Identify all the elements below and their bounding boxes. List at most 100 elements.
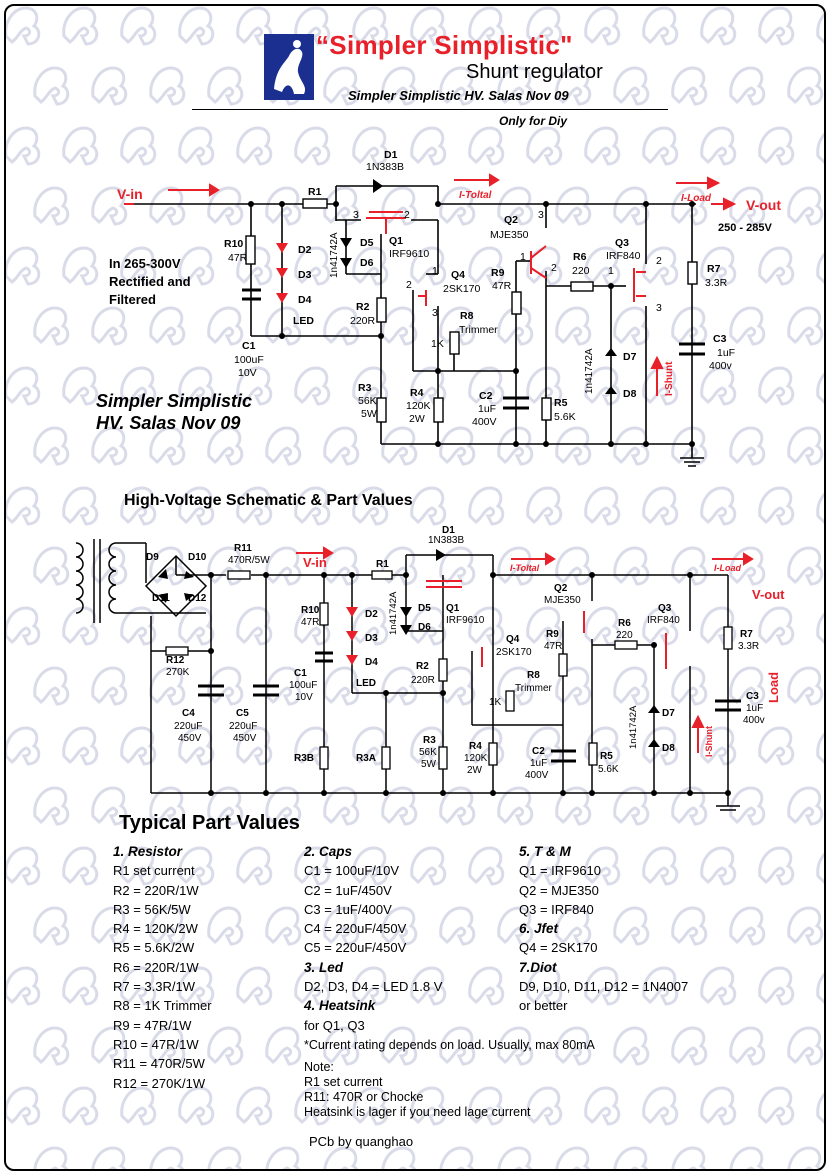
svg-text:1uF: 1uF <box>717 347 735 359</box>
watermark-glyph <box>787 786 824 826</box>
watermark-glyph <box>6 726 41 766</box>
watermark-glyph <box>149 666 186 706</box>
svg-text:I-Shunt: I-Shunt <box>664 361 675 396</box>
watermark-glyph <box>236 366 273 406</box>
part-value-line: R3 = 56K/5W <box>113 901 191 917</box>
watermark-glyph <box>439 786 476 826</box>
svg-text:220: 220 <box>572 265 590 277</box>
svg-text:5.6K: 5.6K <box>598 764 619 775</box>
svg-text:I-Load: I-Load <box>714 563 741 573</box>
watermark-glyph <box>439 306 476 346</box>
svg-text:400V: 400V <box>472 416 497 428</box>
watermark-glyph <box>700 726 737 766</box>
watermark-glyph <box>758 606 795 646</box>
svg-text:D2: D2 <box>298 244 312 256</box>
watermark-glyph <box>91 546 128 586</box>
watermark-glyph <box>33 1026 70 1066</box>
watermark-glyph <box>584 606 621 646</box>
svg-text:R7: R7 <box>707 263 721 275</box>
svg-text:47R: 47R <box>544 641 562 652</box>
svg-text:D1: D1 <box>442 525 455 536</box>
watermark-glyph <box>642 126 679 166</box>
svg-text:C1: C1 <box>294 668 307 679</box>
svg-text:1n41742A: 1n41742A <box>329 232 340 278</box>
svg-text:R10: R10 <box>224 238 243 250</box>
watermark-glyph <box>526 846 563 886</box>
watermark-glyph <box>265 666 302 706</box>
svg-text:Q4: Q4 <box>451 269 465 281</box>
watermark-glyph <box>700 246 737 286</box>
part-value-line: R12 = 270K/1W <box>113 1075 206 1091</box>
svg-text:R2: R2 <box>416 661 429 672</box>
watermark-glyph <box>526 126 563 166</box>
watermark-glyph <box>787 1026 824 1066</box>
watermark-glyph <box>323 306 360 346</box>
watermark-glyph <box>149 546 186 586</box>
watermark-glyph <box>236 966 273 1006</box>
watermark-glyph <box>439 186 476 226</box>
part-value-line: Q2 = MJE350 <box>519 882 599 898</box>
watermark-glyph <box>120 366 157 406</box>
svg-text:R10: R10 <box>301 605 320 616</box>
part-value-line: R4 = 120K/2W <box>113 921 198 937</box>
part-value-line: Q4 = 2SK170 <box>519 940 598 956</box>
watermark-glyph <box>439 66 476 106</box>
svg-text:LED: LED <box>356 678 376 689</box>
svg-text:220R: 220R <box>350 315 376 327</box>
part-value-line: or better <box>519 998 568 1014</box>
watermark-glyph <box>207 666 244 706</box>
watermark-glyph <box>294 6 331 46</box>
parts-category-heading: 1. Resistor <box>113 844 183 859</box>
watermark-glyph <box>700 846 737 886</box>
watermark-glyph <box>265 186 302 226</box>
watermark-glyph <box>729 426 766 466</box>
svg-text:MJE350: MJE350 <box>544 595 581 606</box>
parts-category-heading: 5. T & M <box>519 844 571 859</box>
watermark-glyph <box>758 1086 795 1126</box>
vout-range: 250 - 285V <box>718 222 772 234</box>
watermark-glyph <box>207 906 244 946</box>
svg-text:220: 220 <box>616 630 633 641</box>
watermark-glyph <box>91 1026 128 1066</box>
part-value-line: R8 = 1K Trimmer <box>113 998 212 1014</box>
watermark-glyph <box>323 546 360 586</box>
svg-text:MJE350: MJE350 <box>490 229 529 241</box>
watermark-glyph <box>265 1026 302 1066</box>
svg-text:2SK170: 2SK170 <box>496 647 532 658</box>
watermark-glyph <box>526 486 563 526</box>
watermark-glyph <box>555 546 592 586</box>
watermark-glyph <box>6 1086 41 1126</box>
watermark-glyph <box>642 966 679 1006</box>
watermark-glyph <box>207 66 244 106</box>
watermark-glyph <box>671 66 708 106</box>
svg-text:D1: D1 <box>384 149 398 161</box>
section-heading-hv: High-Voltage Schematic & Part Values <box>124 492 413 509</box>
watermark-glyph <box>787 66 824 106</box>
watermark-glyph <box>265 426 302 466</box>
watermark-glyph <box>323 426 360 466</box>
svg-text:D4: D4 <box>298 294 312 306</box>
watermark-glyph <box>294 126 331 166</box>
watermark-glyph <box>120 1086 157 1126</box>
watermark-glyph <box>700 486 737 526</box>
watermark-glyph <box>62 246 99 286</box>
watermark-glyph <box>207 426 244 466</box>
watermark-glyph <box>497 1026 534 1066</box>
svg-text:R5: R5 <box>600 751 613 762</box>
watermark-glyph <box>758 846 795 886</box>
svg-text:1uF: 1uF <box>746 703 763 714</box>
parts-category-heading: 3. Led <box>304 959 344 975</box>
part-value-line: C4 = 220uF/450V <box>304 921 407 937</box>
watermark-glyph <box>381 906 418 946</box>
current-footnote: *Current rating depends on load. Usually… <box>304 1038 595 1052</box>
watermark-glyph <box>671 786 708 826</box>
pcb-credit: PCb by quanghao <box>309 1134 414 1149</box>
watermark-glyph <box>410 6 447 46</box>
watermark-glyph <box>323 1146 358 1169</box>
watermark-glyph <box>294 486 331 526</box>
header-divider <box>192 109 668 110</box>
watermark-glyph <box>33 666 70 706</box>
part-value-line: R11 = 470R/5W <box>113 1056 205 1072</box>
watermark-glyph <box>236 606 273 646</box>
